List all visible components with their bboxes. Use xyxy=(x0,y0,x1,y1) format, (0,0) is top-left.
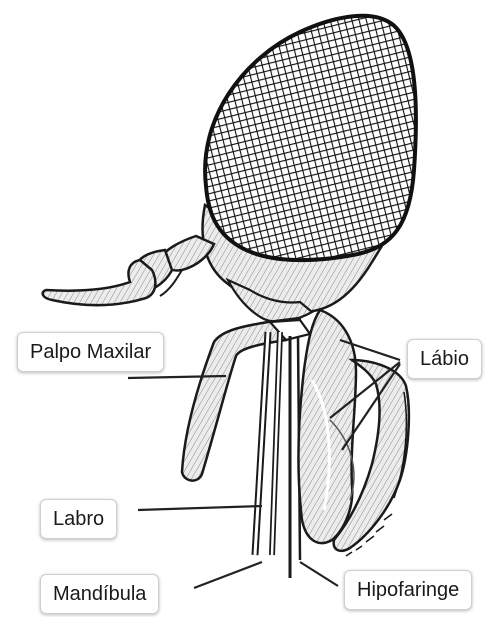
label-palpo-maxilar[interactable]: Palpo Maxilar xyxy=(17,332,164,372)
label-hipofaringe-text: Hipofaringe xyxy=(357,579,459,601)
stylets xyxy=(255,332,300,578)
leader-mandibula xyxy=(194,562,262,588)
label-labro[interactable]: Labro xyxy=(40,499,117,539)
leader-hipofaringe xyxy=(300,562,338,586)
label-mandibula-text: Mandíbula xyxy=(53,583,146,605)
label-labio-text: Lábio xyxy=(420,348,469,370)
label-labro-text: Labro xyxy=(53,508,104,530)
label-hipofaringe[interactable]: Hipofaringe xyxy=(344,570,472,610)
label-palpo-maxilar-text: Palpo Maxilar xyxy=(30,341,151,363)
label-mandibula[interactable]: Mandíbula xyxy=(40,574,159,614)
antenna xyxy=(43,236,214,305)
leader-labro xyxy=(138,506,262,510)
label-labio[interactable]: Lábio xyxy=(407,339,482,379)
compound-eye xyxy=(205,16,416,260)
